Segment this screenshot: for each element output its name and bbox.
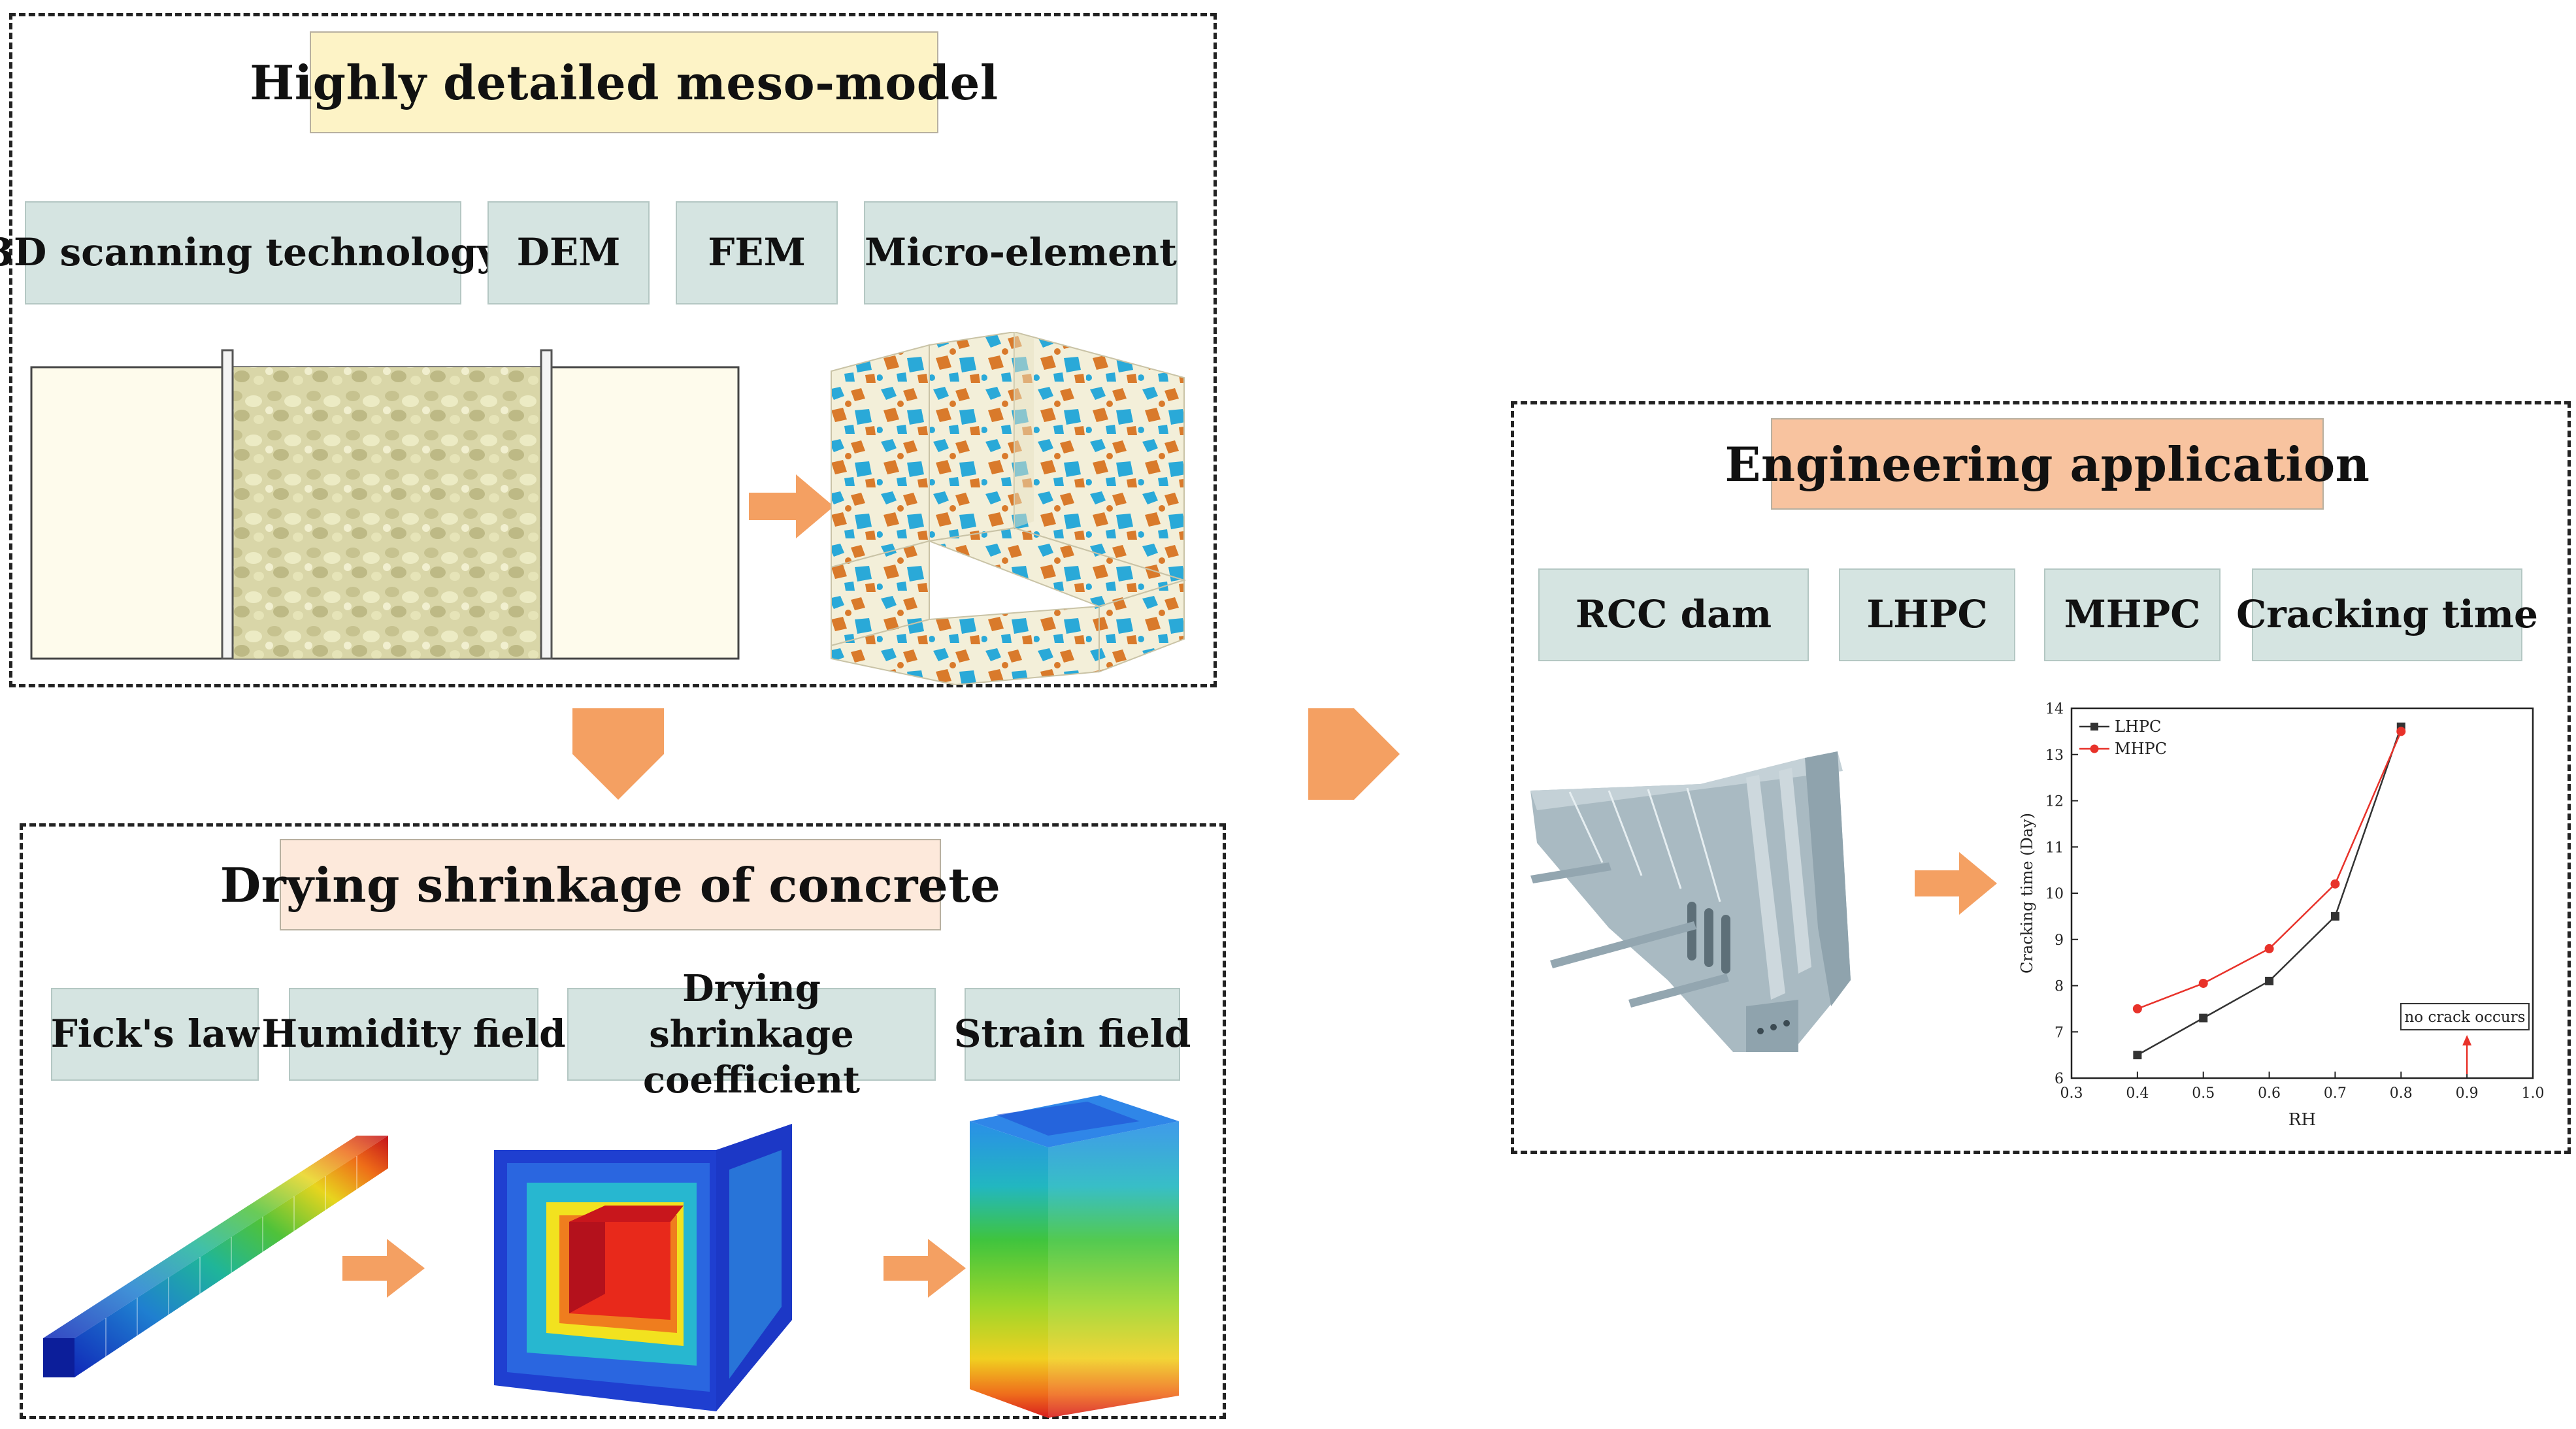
y-tick-label: 14 — [2045, 701, 2064, 717]
x-tick-label: 0.8 — [2390, 1085, 2413, 1102]
x-tick-label: 1.0 — [2522, 1085, 2545, 1102]
y-tick-label: 7 — [2055, 1025, 2064, 1041]
meso-model-panel — [9, 13, 1217, 687]
topic-chip-drying-shrinkage-coefficient: Drying shrinkage coefficient — [567, 967, 936, 1102]
method-chip-fem: FEM — [676, 201, 838, 304]
item-chip-lhpc: LHPC — [1839, 568, 2015, 661]
meso-model-title: Highly detailed meso-model — [250, 31, 998, 133]
engineering-application-panel — [1511, 401, 2571, 1154]
item-chip-cracking-time: Cracking time — [2236, 568, 2538, 661]
x-tick-label: 0.9 — [2456, 1085, 2479, 1102]
arrow-down-icon — [572, 708, 664, 800]
annotation-text: no crack occurs — [2405, 1009, 2526, 1026]
method-chip-dem: DEM — [487, 201, 650, 304]
arrow-right-icon — [1308, 708, 1400, 800]
y-tick-label: 9 — [2055, 932, 2064, 949]
humidity-field-cube-image — [494, 1124, 792, 1411]
y-tick-label: 13 — [2045, 747, 2064, 764]
strain-field-prism-image — [970, 1095, 1179, 1418]
scanned-specimen-image — [30, 349, 740, 660]
x-tick-label: 0.7 — [2324, 1085, 2347, 1102]
engineering-application-title: Engineering application — [1725, 418, 2370, 510]
method-chip-3d-scanning: 3D scanning technology — [0, 201, 499, 304]
rcc-dam-model-image — [1530, 751, 1851, 1052]
x-tick-label: 0.3 — [2060, 1085, 2083, 1102]
item-chip-mhpc: MHPC — [2044, 568, 2221, 661]
y-tick-marks: 6 7 8 9 10 11 12 13 14 — [2045, 701, 2078, 1087]
topic-chip-ficks-law: Fick's law — [51, 988, 259, 1081]
y-tick-label: 11 — [2045, 840, 2064, 856]
meso-cube-image — [831, 332, 1187, 685]
data-point-mhpc — [2330, 879, 2340, 889]
drying-shrinkage-panel — [20, 823, 1226, 1419]
y-tick-label: 12 — [2045, 794, 2064, 810]
data-point-lhpc — [2265, 976, 2274, 985]
x-tick-label: 0.6 — [2258, 1085, 2281, 1102]
arrow-right-icon — [883, 1239, 966, 1298]
x-axis-label: RH — [2288, 1110, 2316, 1130]
legend-label-lhpc: LHPC — [2115, 717, 2161, 736]
arrow-right-icon — [342, 1239, 425, 1298]
data-point-lhpc — [2330, 912, 2339, 921]
method-chip-micro-element: Micro-element — [864, 201, 1178, 304]
arrow-right-icon — [749, 474, 834, 538]
x-tick-marks: 0.3 0.4 0.5 0.6 0.7 0.8 0.9 1.0 — [2060, 1072, 2545, 1102]
series-layer — [2132, 722, 2406, 1060]
data-point-mhpc — [2132, 1004, 2142, 1013]
data-point-mhpc — [2396, 727, 2406, 736]
chart-legend: LHPC MHPC — [2079, 717, 2167, 758]
y-tick-label: 8 — [2055, 979, 2064, 995]
data-point-lhpc — [2133, 1051, 2142, 1060]
data-point-mhpc — [2264, 944, 2274, 953]
legend-label-mhpc: MHPC — [2115, 740, 2167, 758]
x-tick-label: 0.4 — [2126, 1085, 2149, 1102]
arrow-right-icon — [1915, 852, 1997, 915]
no-crack-annotation: no crack occurs — [2400, 1003, 2530, 1074]
drying-shrinkage-title: Drying shrinkage of concrete — [220, 839, 1000, 930]
x-tick-label: 0.5 — [2192, 1085, 2215, 1102]
item-chip-rcc-dam: RCC dam — [1538, 568, 1809, 661]
humidity-prism-image — [43, 1136, 388, 1377]
data-point-mhpc — [2198, 978, 2208, 988]
topic-chip-humidity-field: Humidity field — [261, 988, 566, 1081]
y-tick-label: 6 — [2055, 1071, 2064, 1087]
y-tick-label: 10 — [2045, 886, 2064, 902]
topic-chip-strain-field: Strain field — [954, 988, 1191, 1081]
y-axis-label: Cracking time (Day) — [2018, 813, 2036, 974]
data-point-lhpc — [2199, 1013, 2208, 1023]
